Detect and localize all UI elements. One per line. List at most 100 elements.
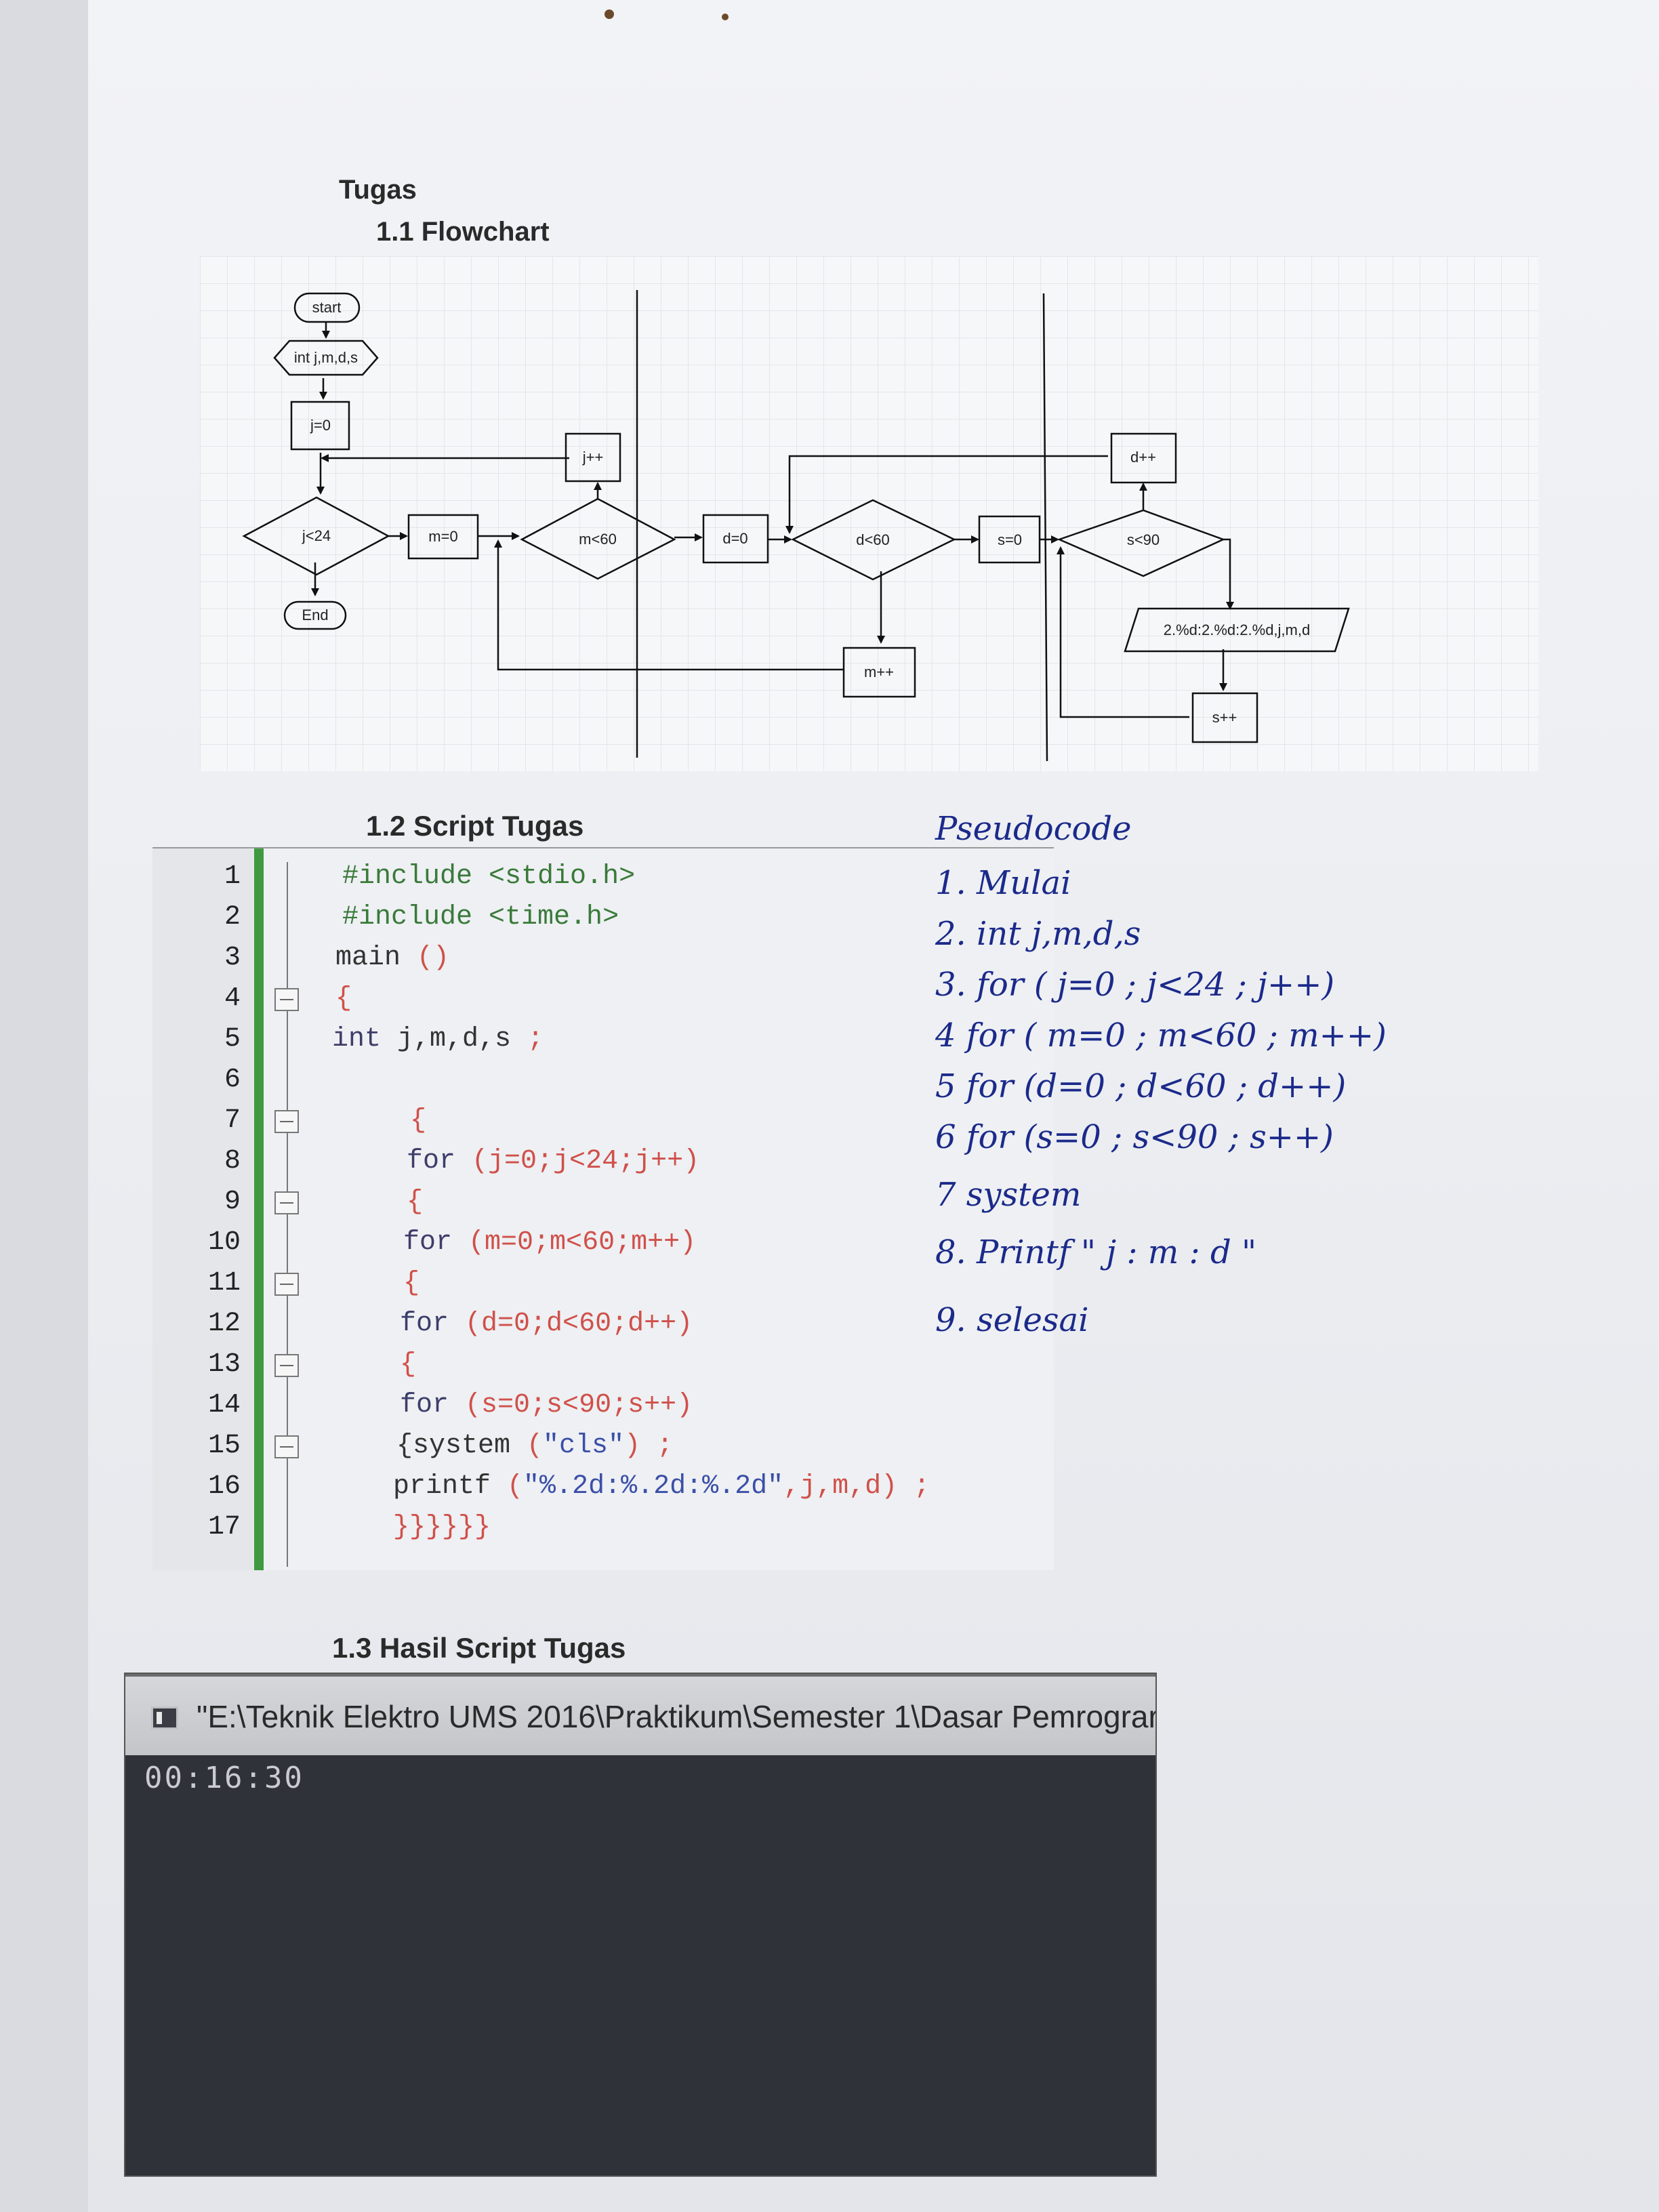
code-token: (m=	[452, 1227, 518, 1258]
d-init-process	[702, 514, 769, 564]
code-text: {	[335, 979, 352, 1019]
code-token: ;j<	[537, 1146, 586, 1176]
j-inc-process	[565, 432, 621, 483]
code-token: ) ;	[624, 1431, 674, 1461]
code-token: #include <time.h>	[342, 902, 619, 933]
pseudocode-step: 1. Mulai	[935, 864, 1071, 902]
j-cond-label: j<24	[302, 527, 331, 544]
code-text: for (j=0;j<24;j++)	[407, 1141, 699, 1182]
console-body	[125, 1755, 1155, 2175]
code-token: (j=	[455, 1146, 521, 1176]
code-token: int	[332, 1024, 382, 1054]
line-number: 11	[207, 1268, 241, 1298]
collapse-block-icon[interactable]	[274, 1273, 299, 1296]
code-token: {	[410, 1105, 427, 1136]
line-number: 9	[224, 1187, 241, 1217]
code-line: 15{system ("cls") ;	[152, 1426, 1054, 1467]
code-text: int j,m,d,s ;	[332, 1019, 544, 1060]
line-number: 17	[207, 1512, 241, 1542]
code-token: "cls"	[543, 1431, 625, 1461]
code-line: 8 for (j=0;j<24;j++)	[152, 1141, 1054, 1182]
line-number: 13	[207, 1349, 241, 1380]
code-text: }}}}}}	[393, 1507, 491, 1548]
section-heading-result: 1.3 Hasil Script Tugas	[332, 1632, 626, 1664]
console-window: "E:\Teknik Elektro UMS 2016\Praktikum\Se…	[125, 1674, 1155, 2175]
pseudocode-step: 3. for ( j=0 ; j<24 ; j++)	[935, 966, 1335, 1004]
code-token: (	[507, 1471, 524, 1502]
j-inc-label: j++	[582, 449, 604, 466]
collapse-block-icon[interactable]	[274, 1191, 299, 1214]
d-inc-label: d++	[1130, 449, 1156, 466]
code-line: 5 int j,m,d,s ;	[152, 1019, 1054, 1060]
code-text: #include <time.h>	[342, 897, 619, 938]
code-text: printf ("%.2d:%.2d:%.2d",j,m,d) ;	[393, 1467, 930, 1507]
line-number: 4	[224, 983, 241, 1014]
flow-arrow	[1057, 546, 1189, 718]
flowchart-diagram: start int j,m,d,s j=0 j<24 End m=0 m<60 …	[200, 256, 1538, 771]
code-text: for (m=0;m<60;m++)	[403, 1223, 696, 1263]
d-cond-label: d<60	[856, 531, 890, 548]
line-number: 6	[224, 1065, 241, 1095]
pseudocode-step: 5 for (d=0 ; d<60 ; d++)	[935, 1067, 1347, 1105]
code-token: ()	[417, 943, 450, 973]
collapse-block-icon[interactable]	[274, 1435, 299, 1458]
code-token: j,m,d,s	[381, 1024, 528, 1054]
d-init-label: d=0	[722, 530, 747, 547]
code-line: 11 {	[152, 1263, 1054, 1304]
line-number: 3	[224, 943, 241, 973]
line-number: 5	[224, 1024, 241, 1054]
code-text: {	[407, 1182, 423, 1223]
m-init-process	[407, 514, 479, 560]
collapse-block-icon[interactable]	[274, 988, 299, 1011]
end-label: End	[302, 607, 328, 623]
declare-preparation	[273, 340, 379, 376]
console-title: "E:\Teknik Elektro UMS 2016\Praktikum\Se…	[197, 1699, 1155, 1734]
line-number: 14	[207, 1390, 241, 1420]
collapse-block-icon[interactable]	[274, 1354, 299, 1377]
code-token: 90	[579, 1390, 612, 1420]
m-cond-decision	[520, 497, 676, 580]
code-token: 0	[514, 1390, 531, 1420]
s-inc-process	[1191, 692, 1258, 743]
pseudocode-step: 2. int j,m,d,s	[935, 915, 1141, 953]
pseudocode-step: 8. Printf " j : m : d "	[935, 1233, 1257, 1271]
code-token: (s=	[449, 1390, 514, 1420]
code-token: for	[403, 1227, 453, 1258]
flow-arrow	[494, 539, 844, 671]
code-token: (	[527, 1431, 544, 1461]
section-heading-flowchart: 1.1 Flowchart	[376, 217, 550, 247]
section-heading-script: 1.2 Script Tugas	[366, 810, 584, 842]
collapse-block-icon[interactable]	[274, 1110, 299, 1133]
code-line: 17}}}}}}	[152, 1507, 1054, 1548]
m-inc-label: m++	[864, 663, 894, 680]
m-cond-label: m<60	[579, 531, 617, 548]
code-text: for (d=0;d<60;d++)	[400, 1304, 693, 1345]
line-number: 8	[224, 1146, 241, 1176]
line-number: 10	[207, 1227, 241, 1258]
code-token: (d=	[449, 1309, 514, 1339]
code-token: {	[400, 1349, 417, 1380]
code-token: for	[407, 1146, 456, 1176]
code-token: for	[400, 1390, 449, 1420]
code-line: 13 {	[152, 1345, 1054, 1385]
code-line: 6	[152, 1060, 1054, 1101]
code-token: 0	[520, 1146, 537, 1176]
declare-label: int j,m,d,s	[294, 349, 358, 366]
fold-guide-line	[287, 862, 288, 1567]
flow-arrow	[785, 455, 1108, 534]
code-text: {	[403, 1263, 419, 1304]
code-line: 2#include <time.h>	[152, 897, 1054, 938]
console-output: 00:16:30	[144, 1761, 304, 1795]
code-token: printf	[393, 1471, 508, 1502]
pseudocode-step: 9. selesai	[935, 1301, 1089, 1339]
end-terminator	[283, 600, 347, 630]
console-titlebar[interactable]: "E:\Teknik Elektro UMS 2016\Praktikum\Se…	[125, 1674, 1155, 1755]
code-line: 7{	[152, 1101, 1054, 1141]
code-token: {	[407, 1187, 424, 1217]
j-init-label: j=0	[310, 417, 331, 434]
code-token: 60	[582, 1227, 615, 1258]
code-token: #include <stdio.h>	[342, 861, 636, 892]
code-text: for (s=0;s<90;s++)	[400, 1385, 693, 1426]
code-line: 4{	[152, 979, 1054, 1019]
